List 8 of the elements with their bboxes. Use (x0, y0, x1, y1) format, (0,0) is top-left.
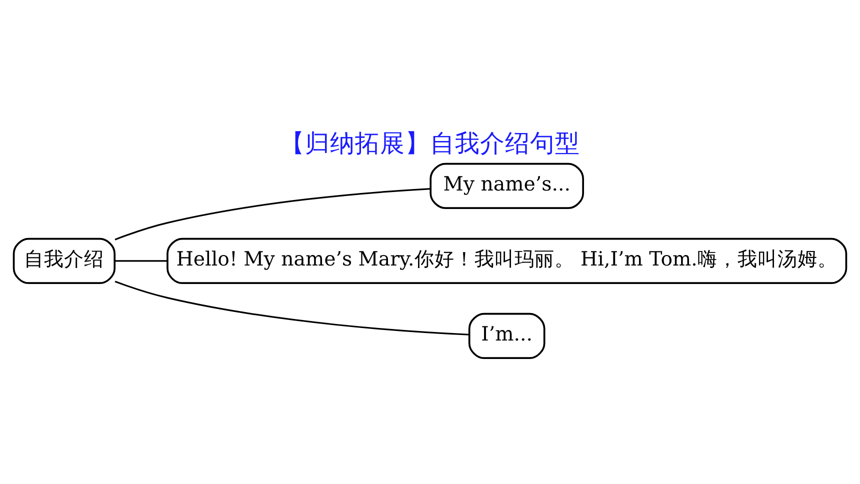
node-box: My name’s... (430, 162, 584, 208)
node-box: I’m... (468, 312, 546, 358)
diagram-title: 【归纳拓展】自我介绍句型 (280, 128, 580, 158)
node-box: Hello! My name’s Mary.你好！我叫玛丽。 Hi,I’m Tom.嗨，我叫汤姆。 (166, 237, 848, 284)
connector (114, 187, 431, 240)
connector (114, 260, 168, 262)
connector (114, 280, 470, 335)
node-box: 自我介绍 (12, 237, 116, 284)
